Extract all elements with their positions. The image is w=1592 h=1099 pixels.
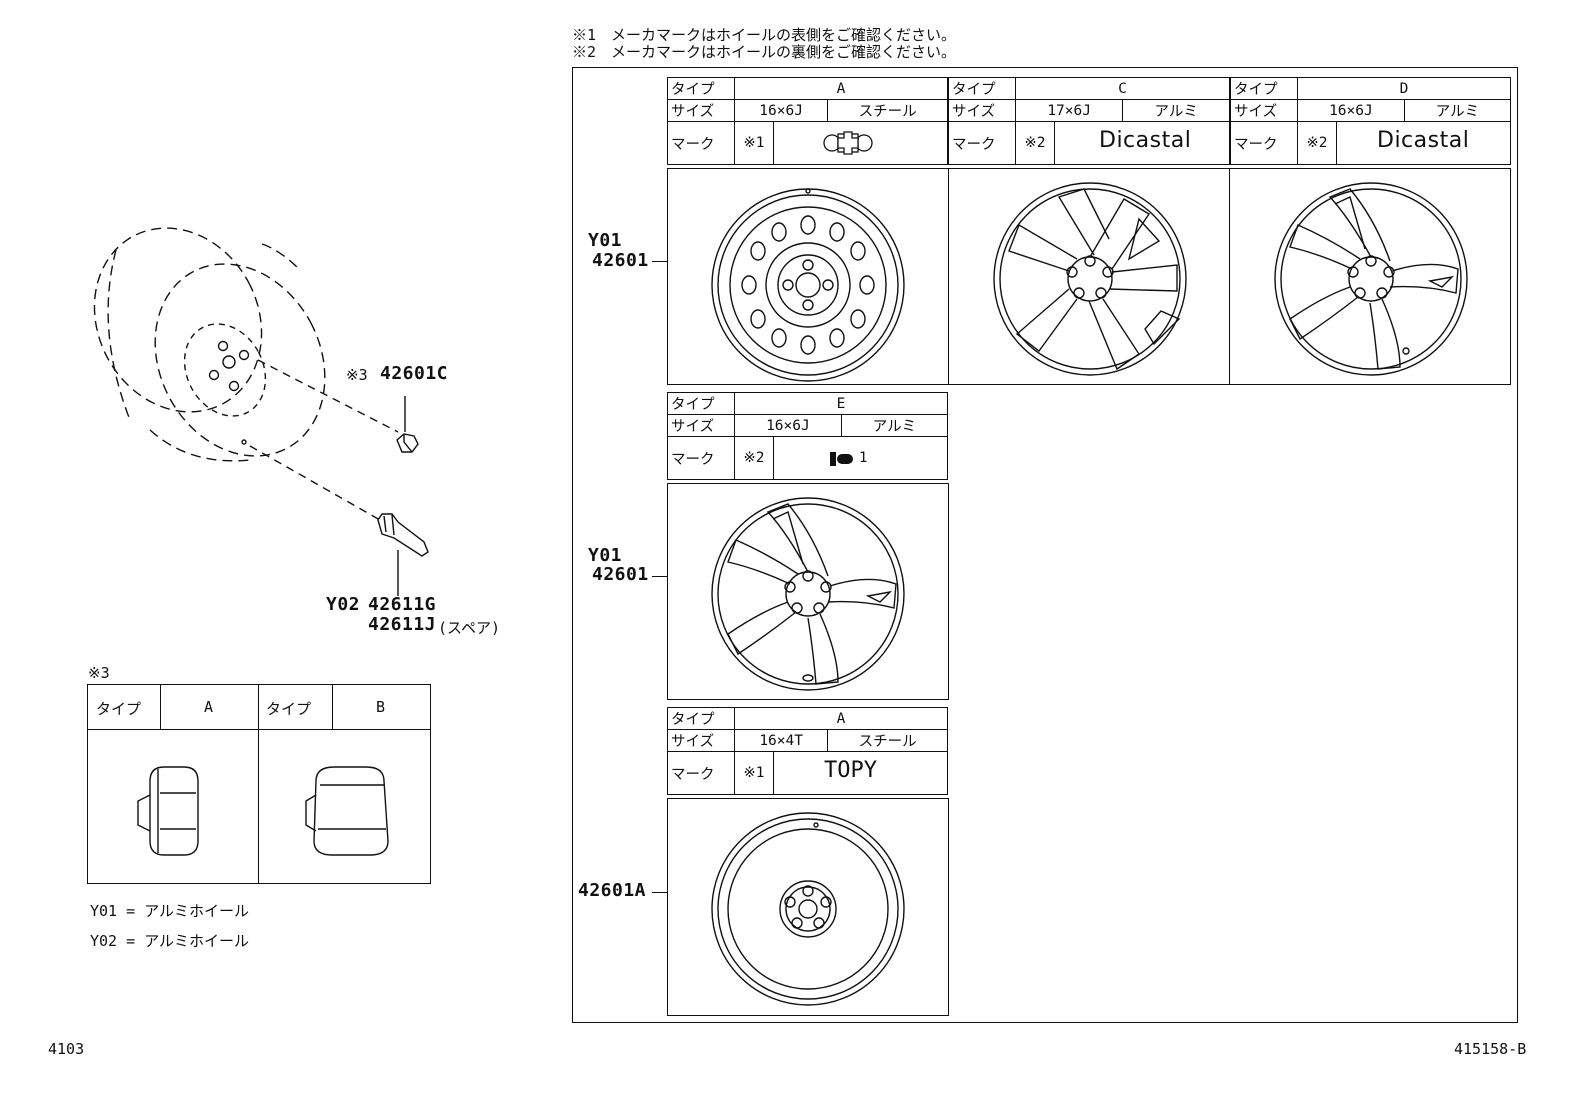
wheel-size: 16×6J	[734, 414, 842, 437]
wheel-type: C	[1015, 77, 1230, 100]
legend-desc: アルミホイール	[144, 902, 250, 920]
nut-type-label-b: タイプ	[266, 700, 312, 718]
page-code-left: 4103	[48, 1040, 85, 1058]
legend-eq: =	[126, 902, 136, 920]
exploded-wheel-diagram	[93, 227, 429, 596]
mark-note: ※2	[1016, 122, 1055, 164]
mark-note: ※2	[735, 437, 774, 479]
wheel-type: E	[734, 392, 948, 415]
mark-cell: ※1 TOPY	[734, 751, 948, 795]
mark-label: マーク	[667, 751, 735, 795]
wheel-catalog-frame	[572, 67, 1518, 1023]
wheel-size: 17×6J	[1014, 99, 1124, 122]
wheel-drawing-alloy-d	[1229, 168, 1511, 385]
nut-table-ref: ※3	[88, 664, 110, 682]
mark-label: マーク	[667, 121, 735, 165]
mark-cell: ※1	[734, 121, 948, 165]
nut-ref-mark: ※3	[346, 366, 368, 384]
legend-row-1: Y01 = アルミホイール	[90, 900, 249, 921]
legend-eq: =	[126, 932, 136, 950]
nut-type-table: タイプ A タイプ B	[87, 684, 431, 884]
mark-note: ※1	[735, 752, 774, 794]
size-label: サイズ	[667, 729, 735, 752]
note-2: ※2 メーカマークはホイールの裏側をご確認ください。	[572, 43, 957, 61]
wheel-size: 16×6J	[733, 99, 829, 122]
row3-leader	[652, 892, 668, 893]
legend-code: Y01	[90, 902, 118, 920]
wheel-drawing-steel-spare	[667, 798, 949, 1016]
wheel-drawing-steel-a	[667, 168, 949, 385]
legend-row-2: Y02 = アルミホイール	[90, 930, 249, 951]
valve-spare-part-number: 42611J	[368, 614, 437, 635]
mark-note: ※2	[1298, 122, 1337, 164]
nut-type-b: B	[376, 698, 386, 716]
mark-label: マーク	[1230, 121, 1298, 165]
brand-mark: Dicastal	[1099, 128, 1192, 153]
nut-drawings	[137, 766, 389, 856]
wheel-drawing-alloy-c	[948, 168, 1230, 385]
chevrolet-logo	[823, 131, 873, 155]
type-label: タイプ	[667, 77, 735, 100]
type-label: タイプ	[667, 707, 735, 730]
wheel-material: スチール	[827, 99, 948, 122]
size-label: サイズ	[667, 99, 735, 122]
wheel-material: アルミ	[840, 414, 949, 437]
wheel-type: A	[734, 77, 948, 100]
row1-part: 42601	[592, 250, 649, 271]
igo-mark-text: 1	[859, 450, 868, 466]
type-label: タイプ	[1230, 77, 1298, 100]
spare-label: (スペア)	[438, 619, 501, 637]
page-code-right: 415158-B	[1454, 1040, 1527, 1058]
nut-part-number: 42601C	[380, 363, 449, 384]
mark-note: ※1	[735, 122, 774, 164]
size-label: サイズ	[948, 99, 1016, 122]
brand-mark: Dicastal	[1377, 128, 1470, 153]
row2-part: 42601	[592, 564, 649, 585]
mark-label: マーク	[667, 436, 735, 480]
row2-prefix: Y01	[588, 545, 623, 566]
wheel-type: A	[734, 707, 948, 730]
valve-prefix: Y02	[326, 594, 361, 615]
wheel-drawing-alloy-e	[667, 483, 949, 700]
nut-type-label-a: タイプ	[96, 700, 142, 718]
brand-mark: TOPY	[824, 758, 877, 783]
legend-desc: アルミホイール	[144, 932, 250, 950]
row2-leader	[652, 576, 668, 577]
row3-part: 42601A	[578, 880, 647, 901]
wheel-size: 16×6J	[1297, 99, 1405, 122]
igo-logo	[830, 449, 853, 468]
wheel-material: スチール	[827, 729, 948, 752]
size-label: サイズ	[667, 414, 735, 437]
row1-leader	[652, 261, 668, 262]
type-label: タイプ	[948, 77, 1016, 100]
mark-cell: ※2 Dicastal	[1297, 121, 1511, 165]
wheel-type: D	[1297, 77, 1511, 100]
wheel-material: アルミ	[1403, 99, 1512, 122]
legend-code: Y02	[90, 932, 118, 950]
mark-cell: ※2 Dicastal	[1015, 121, 1230, 165]
row1-prefix: Y01	[588, 230, 623, 251]
note-1: ※1 メーカマークはホイールの表側をご確認ください。	[572, 26, 957, 44]
type-label: タイプ	[667, 392, 735, 415]
valve-part-number: 42611G	[368, 594, 437, 615]
size-label: サイズ	[1230, 99, 1298, 122]
mark-cell: ※2 1	[734, 436, 948, 480]
wheel-material: アルミ	[1122, 99, 1230, 122]
mark-label: マーク	[948, 121, 1016, 165]
wheel-size: 16×4T	[733, 729, 829, 752]
nut-type-a: A	[204, 698, 214, 716]
